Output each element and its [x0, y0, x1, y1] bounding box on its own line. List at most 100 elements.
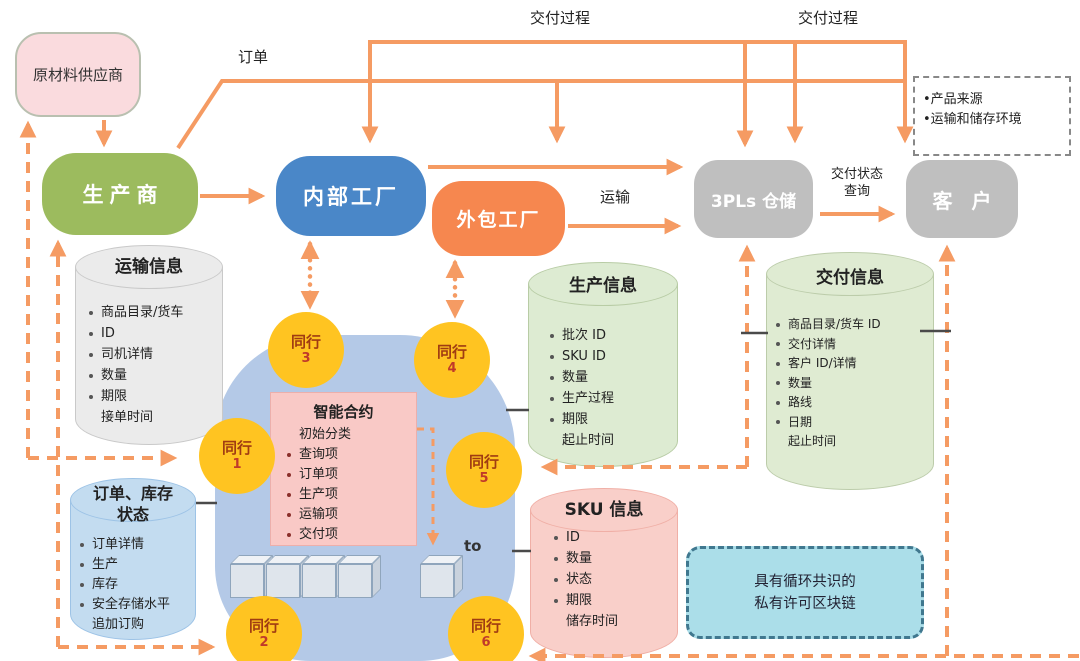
list-item-text: 日期	[788, 414, 813, 429]
bullet-dot-icon	[554, 556, 558, 561]
list-item: •运输和储存环境	[923, 112, 1022, 127]
peer-node-5[interactable]: 同行 5	[446, 432, 522, 508]
list-item: •产品来源	[923, 92, 983, 107]
bullet-dot-icon	[80, 603, 84, 607]
list-item: 批次 ID	[548, 325, 678, 346]
list-item-text: 生产	[92, 557, 119, 572]
peer-number: 3	[301, 351, 311, 366]
list-item-text: SKU ID	[562, 349, 606, 364]
list-item-text: 客户 ID/详情	[788, 356, 857, 370]
smart-contract-title: 智能合约	[313, 403, 374, 421]
list-item: 状态	[116, 505, 149, 524]
bullet-dot-icon	[550, 354, 554, 359]
list-item-text: 数量	[566, 551, 593, 566]
list-item-text: 初始分类	[299, 427, 352, 442]
database-items: 批次 ID SKU ID 数量生产过程期限起止时间	[528, 325, 678, 451]
list-item: 储存时间	[552, 611, 678, 632]
node-producer[interactable]: 生产商	[42, 153, 198, 235]
bullet-dot-icon	[554, 535, 558, 540]
list-item-text: 运输项	[299, 507, 339, 522]
list-item: ID	[87, 323, 223, 344]
list-item-text: 期限	[101, 389, 128, 404]
bullet-dot-icon	[550, 375, 554, 380]
list-item-text: 期限	[562, 412, 589, 427]
peer-node-2[interactable]: 同行 2	[226, 596, 302, 661]
bullet-dot-icon	[287, 533, 291, 537]
list-item: 数量	[87, 365, 223, 386]
bullet-dot-icon	[89, 331, 93, 336]
list-item: 起止时间	[548, 430, 678, 451]
node-label: 原材料供应商	[32, 66, 123, 84]
cylinder-top	[530, 488, 678, 532]
list-item: 数量	[774, 374, 934, 394]
list-item: 生产过程	[548, 388, 678, 409]
database-items: 订单详情生产库存安全存储水平追加订购	[70, 535, 196, 635]
smart-contract-panel: 智能合约 初始分类查询项订单项生产项运输项交付项	[270, 392, 417, 546]
list-item: 查询项	[285, 445, 416, 465]
node-customer[interactable]: 客 户	[906, 160, 1018, 238]
list-item-text: 追加订购	[92, 617, 145, 632]
bullet-dot-icon	[89, 373, 93, 378]
peer-label: 同行	[468, 453, 499, 471]
list-item-text: 批次 ID	[562, 328, 606, 343]
peer-node-1[interactable]: 同行 1	[199, 418, 275, 494]
block-cube-5	[420, 555, 463, 598]
list-item: 日期	[774, 413, 934, 433]
peer-number: 4	[447, 361, 457, 376]
list-item: 生产项	[285, 485, 416, 505]
label-delivery-status-query: 交付状态 查询	[830, 167, 883, 199]
peer-label: 同行	[248, 617, 279, 635]
list-item: 具有循环共识的	[754, 573, 856, 590]
peer-node-4[interactable]: 同行 4	[414, 322, 490, 398]
cylinder-top	[70, 478, 196, 522]
database-title: 订单、库存状态	[70, 478, 196, 525]
database-title: 交付信息	[766, 252, 934, 289]
list-item-text: 起止时间	[562, 433, 615, 448]
bullet-dot-icon	[776, 322, 780, 327]
bullet-dot-icon	[80, 563, 84, 567]
list-item-text: ID	[101, 326, 115, 341]
list-item-text: 交付详情	[788, 336, 837, 351]
list-item: 私有许可区块链	[754, 595, 856, 612]
label-delivery-process-1: 交付过程	[530, 9, 591, 27]
database-title: 生产信息	[528, 262, 678, 297]
peer-node-6[interactable]: 同行 6	[448, 596, 524, 661]
database-order-inventory-status: 订单、库存状态 订单详情生产库存安全存储水平追加订购	[70, 478, 196, 640]
list-item: 生产信息	[569, 276, 637, 296]
list-item-text: 期限	[566, 593, 593, 608]
list-item: 交付信息	[816, 268, 884, 288]
label-to: to	[464, 537, 482, 555]
list-item-text: 路线	[788, 395, 813, 409]
node-3pls-warehouse[interactable]: 3PLs 仓储	[694, 160, 813, 238]
list-item-text: 状态	[566, 572, 593, 587]
list-item: 数量	[552, 548, 678, 569]
node-label: 外包工厂	[456, 209, 541, 231]
node-label: 内部工厂	[303, 185, 399, 209]
peer-number: 6	[481, 635, 491, 650]
bullet-dot-icon	[287, 453, 291, 457]
peer-node-3[interactable]: 同行 3	[268, 312, 344, 388]
cylinder-body	[70, 500, 196, 640]
list-item: 交付项	[285, 525, 416, 545]
list-item: 安全存储水平	[78, 595, 196, 615]
list-item-text: 生产过程	[562, 391, 615, 406]
block-cube-2	[266, 555, 309, 598]
node-internal-factory[interactable]: 内部工厂	[276, 156, 426, 236]
list-item-text: 交付项	[299, 527, 339, 542]
peer-number: 1	[232, 457, 242, 472]
bullet-dot-icon	[776, 400, 780, 405]
node-label: 生产商	[82, 183, 164, 207]
list-item-text: 数量	[562, 370, 589, 385]
peer-label: 同行	[436, 343, 467, 361]
database-production-info: 生产信息 批次 ID SKU ID 数量生产过程期限起止时间	[528, 262, 678, 467]
database-title: SKU 信息	[530, 488, 678, 521]
list-item-text: 数量	[101, 368, 128, 383]
node-raw-material-supplier[interactable]: 原材料供应商	[15, 32, 141, 117]
list-item: 起止时间	[774, 432, 934, 452]
cylinder-body	[766, 274, 934, 490]
list-item-text: 储存时间	[566, 614, 619, 629]
block-cube-4	[338, 555, 381, 598]
node-outsourced-factory[interactable]: 外包工厂	[432, 181, 565, 256]
